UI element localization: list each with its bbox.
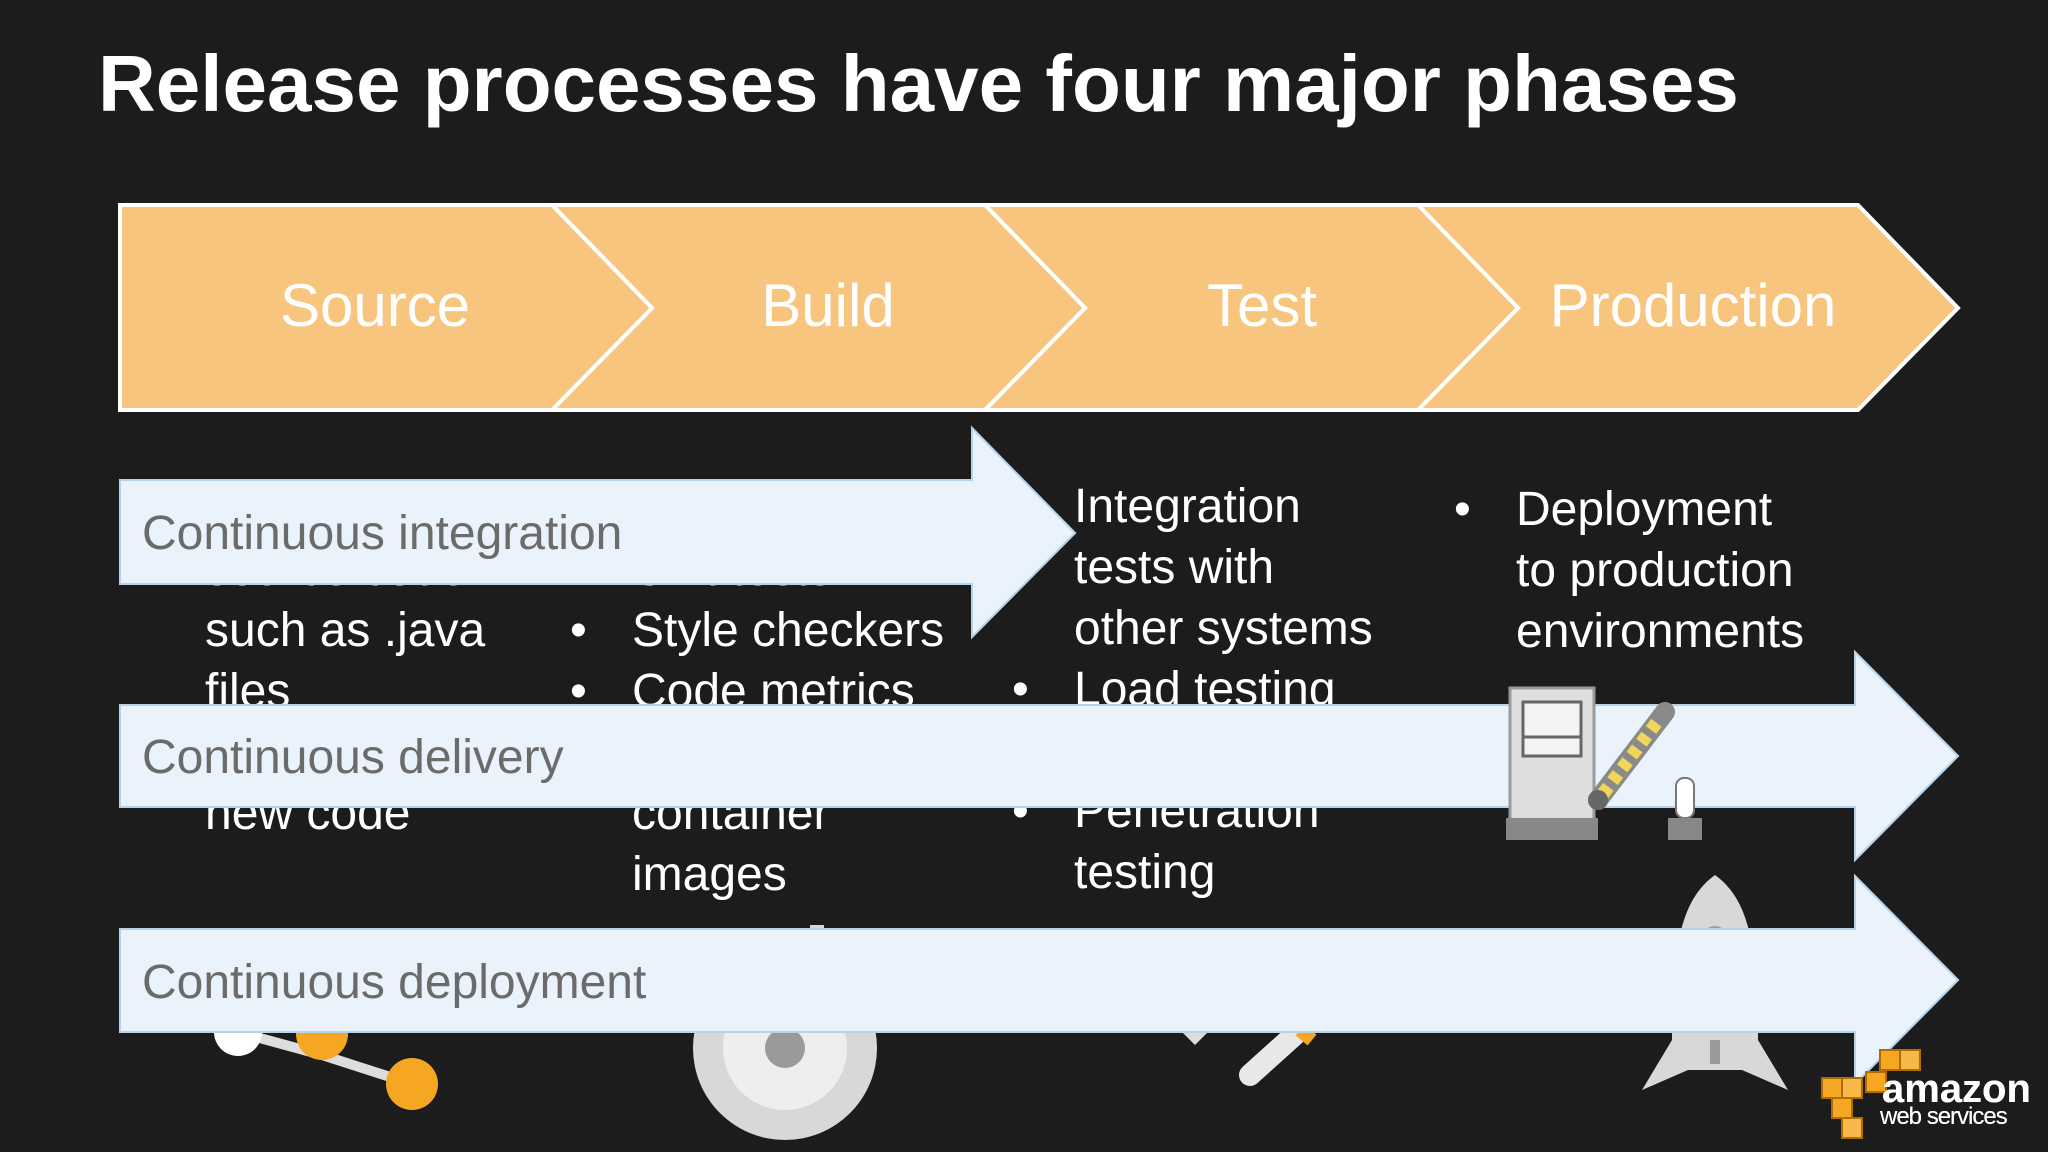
phase-label-production: Production [1550,272,1837,339]
build-detail-4 [632,722,944,783]
build-details: Unit tests Style checkers Code metrics c… [570,539,944,905]
test-details: Integration tests with other systems Loa… [1012,476,1373,903]
phase-label-source: Source [280,272,470,339]
phase-label-test: Test [1207,272,1317,339]
chevron-shape-source [118,203,655,412]
test-wrench-icon [1180,1019,1317,1086]
build-detail-1: Unit tests [632,543,833,596]
test-detail-1: Integration [1074,480,1301,533]
production-detail-2: to production [1516,544,1794,597]
test-detail-6: Penetration [1012,781,1373,842]
production-details: Deployment to production environments [1454,479,1805,662]
source-detail-3: files [205,665,291,718]
source-details: source code such as .java files new code [205,539,485,844]
build-detail-3: Code metrics [570,661,944,722]
test-detail-2: tests with [1074,541,1275,594]
aws-logo: amazon web services [1821,1049,2031,1139]
source-detail-1: source code [205,543,467,596]
production-detail-3: environments [1516,605,1805,658]
phase-label-build: Build [761,272,894,339]
source-detail-4 [205,722,485,783]
build-detail-2: Style checkers [570,600,944,661]
source-detail-5: new code [205,787,411,840]
build-detail-6: images [632,848,787,901]
aws-logo-sub: web services [1879,1103,2008,1130]
test-detail-5 [1074,720,1373,781]
test-detail-7: testing [1074,846,1216,899]
source-detail-2: such as .java [205,604,486,657]
slide-title: Release processes have four major phases [98,39,1739,128]
production-detail-1: Deployment [1454,479,1804,540]
test-detail-4: Load testing [1012,659,1373,720]
test-detail-3: other systems [1074,602,1373,655]
phase-chevrons: Source Build Test Production [118,203,1961,412]
label-continuous-deployment: Continuous deployment [142,956,646,1009]
build-detail-5: container [632,787,830,840]
